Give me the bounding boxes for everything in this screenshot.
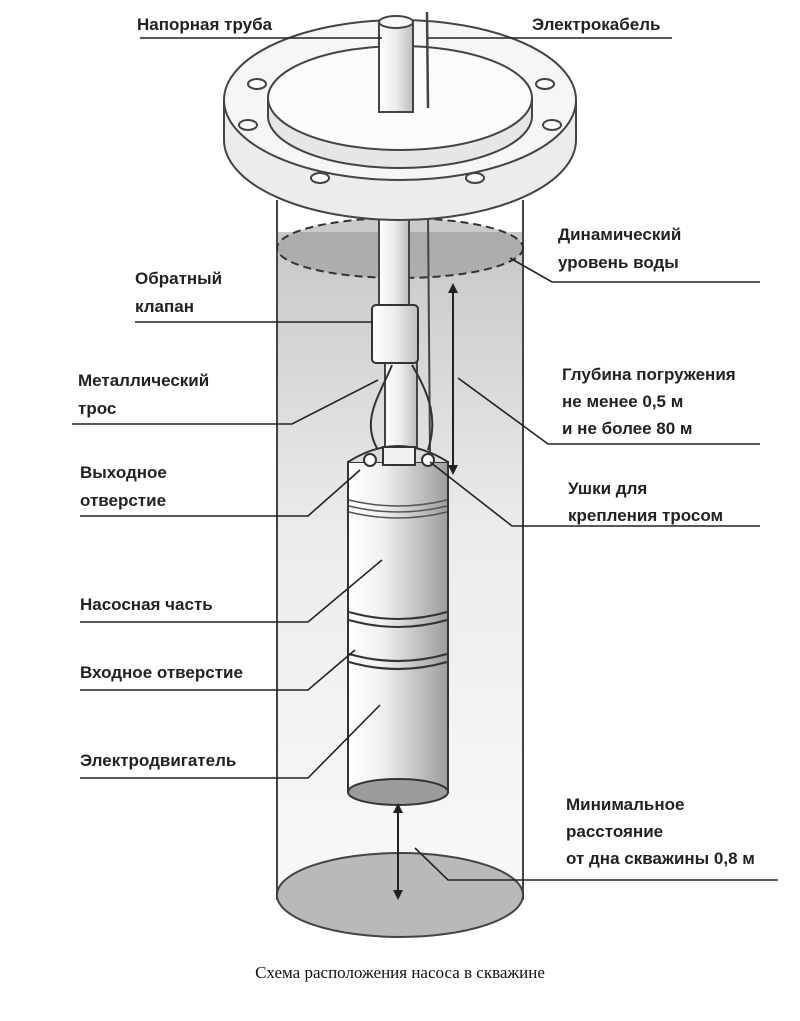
label-dynamic-level-line1: Динамический xyxy=(558,225,681,244)
pressure-pipe-top xyxy=(378,15,414,113)
label-immersion-depth-line3: и не более 80 м xyxy=(562,419,693,438)
inlet-band xyxy=(348,652,448,671)
label-lugs-line1: Ушки для xyxy=(568,479,647,498)
power-cable-line xyxy=(427,214,431,456)
label-steel-rope-line2: трос xyxy=(78,399,116,418)
label-min-distance-line1: Минимальное xyxy=(566,795,685,814)
power-cable-top xyxy=(425,11,430,109)
label-immersion-depth-line1: Глубина погружения xyxy=(562,365,736,384)
label-check-valve-line2: клапан xyxy=(135,297,194,316)
steel-rope xyxy=(369,364,434,451)
leader-min-distance xyxy=(414,847,778,881)
label-dynamic-level-line2: уровень воды xyxy=(558,253,679,272)
label-pump-section: Насосная часть xyxy=(80,595,213,614)
pump-body xyxy=(347,445,449,806)
label-outlet-line2: отверстие xyxy=(80,491,166,510)
pump-joint xyxy=(348,611,448,628)
label-motor: Электродвигатель xyxy=(80,751,236,770)
pump-outlet xyxy=(382,446,416,466)
label-min-distance-line2: расстояние xyxy=(566,822,663,841)
leader-immersion-depth xyxy=(457,377,760,445)
well-bottom xyxy=(276,852,524,938)
label-min-distance-line3: от дна скважины 0,8 м xyxy=(566,849,755,868)
lug-left xyxy=(363,453,377,467)
leader-dynamic-level xyxy=(509,257,760,283)
leader-outlet xyxy=(80,469,361,517)
label-outlet-line1: Выходное xyxy=(80,463,167,482)
label-immersion-depth-line2: не менее 0,5 м xyxy=(562,392,683,411)
riser-pipe xyxy=(378,214,418,461)
label-inlet: Входное отверстие xyxy=(80,663,243,682)
label-lugs-line2: крепления тросом xyxy=(568,506,723,525)
check-valve xyxy=(371,304,419,364)
leader-inlet xyxy=(80,649,356,691)
leader-motor xyxy=(80,704,381,779)
label-pressure-pipe: Напорная труба xyxy=(137,15,273,34)
figure-caption: Схема расположения насоса в скважине xyxy=(255,963,545,982)
leader-steel-rope xyxy=(72,379,379,425)
leader-lugs xyxy=(429,461,760,527)
label-power-cable: Электрокабель xyxy=(532,15,660,34)
label-steel-rope-line1: Металлический xyxy=(78,371,209,390)
leader-pump-section xyxy=(80,559,383,623)
label-check-valve-line1: Обратный xyxy=(135,269,222,288)
